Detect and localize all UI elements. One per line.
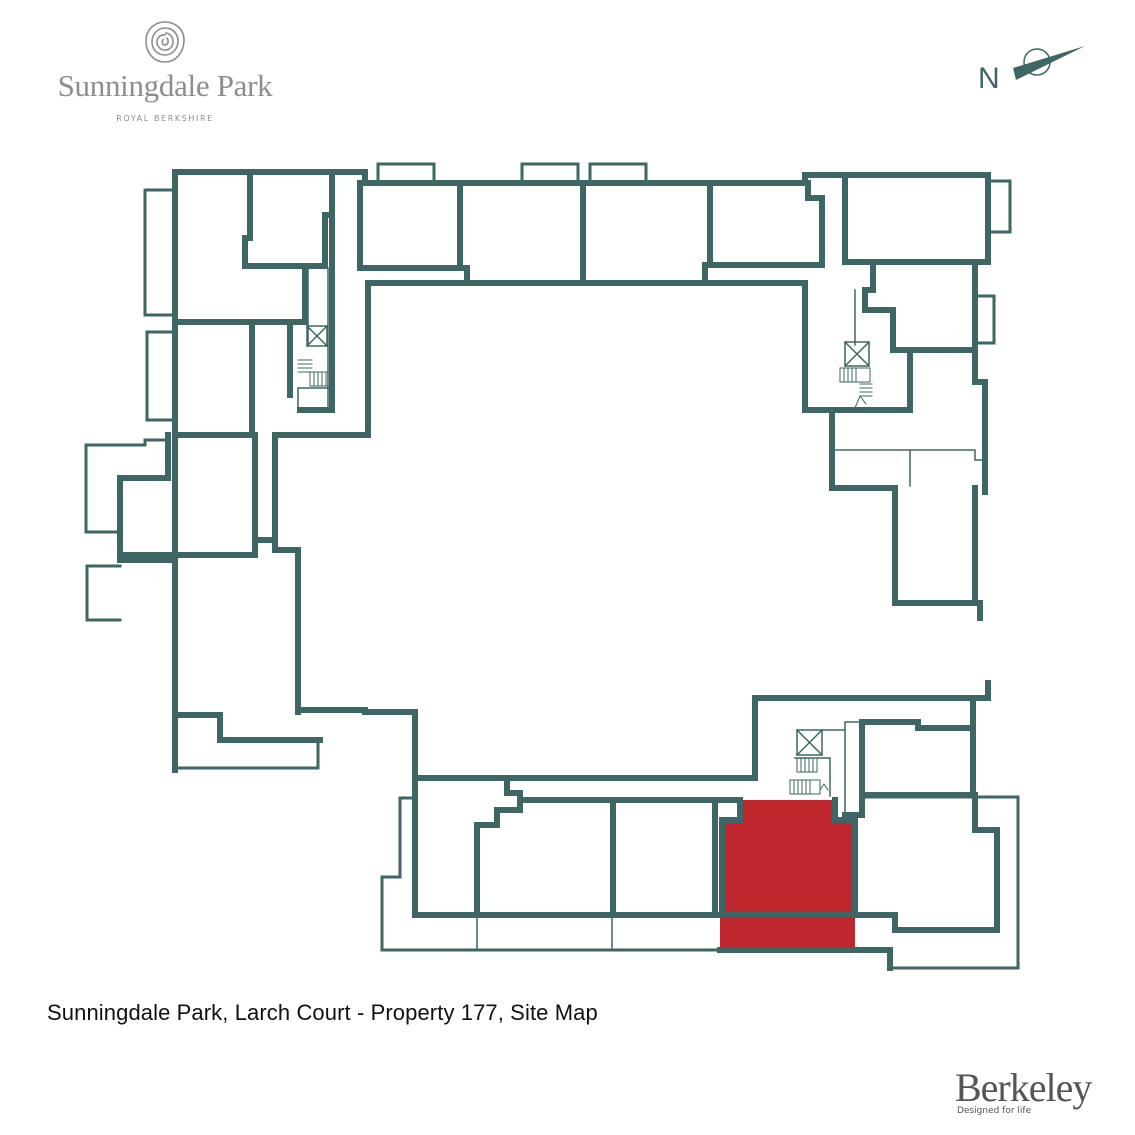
sunningdale-park-logo: Sunningdale Park ROYAL BERKSHIRE — [40, 18, 290, 123]
property-177-highlight[interactable] — [720, 800, 855, 951]
map-caption: Sunningdale Park, Larch Court - Property… — [47, 1000, 598, 1025]
rose-icon — [145, 21, 185, 63]
balconies — [84, 162, 1020, 970]
logo-subtitle: ROYAL BERKSHIRE — [116, 114, 214, 123]
brand-name: Berkeley — [955, 1065, 1092, 1110]
building-walls — [117, 169, 1000, 971]
north-compass: N — [975, 40, 1095, 100]
stair-treads — [297, 359, 873, 795]
berkeley-logo: Berkeley Designed for life — [955, 1065, 1092, 1117]
logo-name: Sunningdale Park — [57, 68, 273, 103]
brand-tagline: Designed for life — [957, 1106, 1032, 1116]
internal-lines — [297, 267, 986, 951]
north-label: N — [978, 62, 1000, 95]
north-arrow-icon — [1013, 46, 1085, 80]
